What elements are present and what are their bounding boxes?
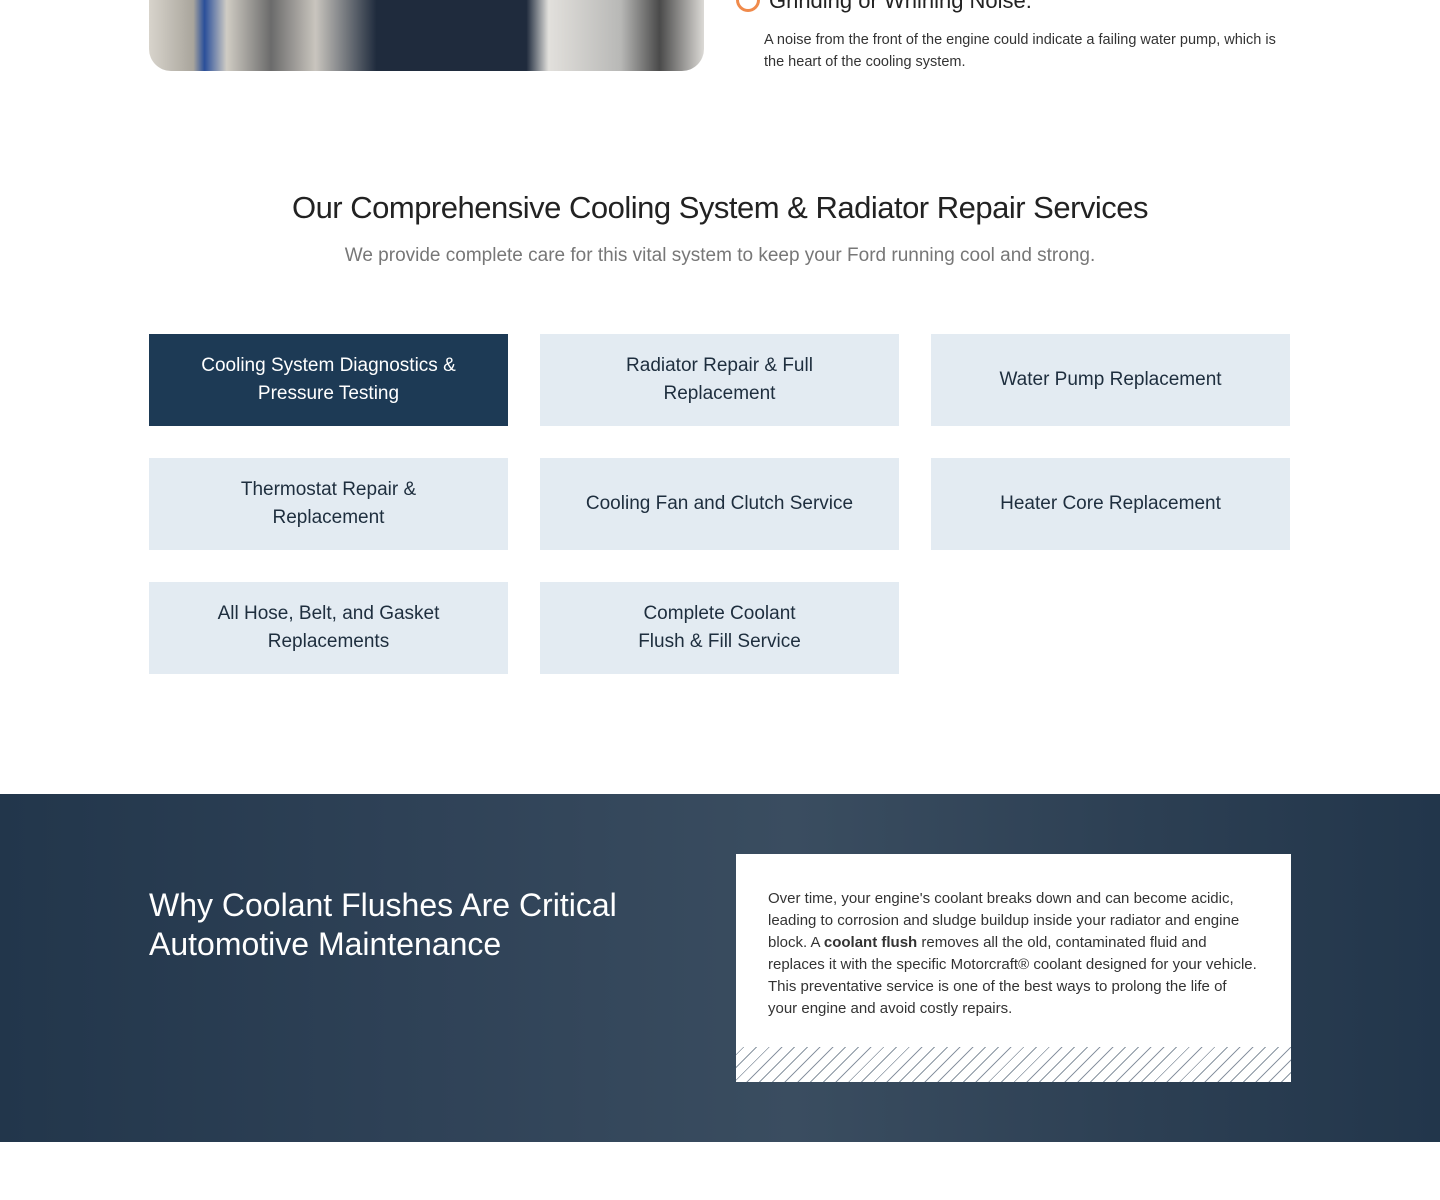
service-tab-radiator[interactable]: Radiator Repair & Full Replacement bbox=[540, 334, 899, 426]
hatch-decoration bbox=[736, 1047, 1291, 1082]
why-title: Why Coolant Flushes Are Critical Automot… bbox=[149, 887, 617, 962]
service-tab-water-pump[interactable]: Water Pump Replacement bbox=[931, 334, 1290, 426]
service-tab-coolant-flush[interactable]: Complete Coolant Flush & Fill Service bbox=[540, 582, 899, 674]
service-tab-cooling-fan[interactable]: Cooling Fan and Clutch Service bbox=[540, 458, 899, 550]
why-text-2: removes all the old, contaminated fluid … bbox=[768, 934, 1257, 1017]
why-text-1: Over time, your engine's coolant breaks … bbox=[768, 890, 1240, 951]
symptom-text: A noise from the front of the engine cou… bbox=[764, 32, 1276, 70]
service-tab-hoses[interactable]: All Hose, Belt, and Gasket Replacements bbox=[149, 582, 508, 674]
symptom-title: Grinding or Whining Noise: bbox=[769, 0, 1032, 13]
services-title: Our Comprehensive Cooling System & Radia… bbox=[291, 190, 1149, 225]
service-tab-heater-core[interactable]: Heater Core Replacement bbox=[931, 458, 1290, 550]
why-card: Over time, your engine's coolant breaks … bbox=[736, 854, 1291, 1082]
warning-icon bbox=[736, 0, 760, 12]
service-tab-thermostat[interactable]: Thermostat Repair & Replacement bbox=[149, 458, 508, 550]
why-text: Over time, your engine's coolant breaks … bbox=[736, 854, 1291, 1020]
coolant-flush-section: Why Coolant Flushes Are Critical Automot… bbox=[0, 794, 1440, 1142]
services-subtitle: We provide complete care for this vital … bbox=[344, 245, 1096, 266]
why-text-bold: coolant flush bbox=[823, 934, 918, 951]
technician-photo bbox=[149, 0, 704, 71]
service-tab-diagnostics[interactable]: Cooling System Diagnostics & Pressure Te… bbox=[149, 334, 508, 426]
